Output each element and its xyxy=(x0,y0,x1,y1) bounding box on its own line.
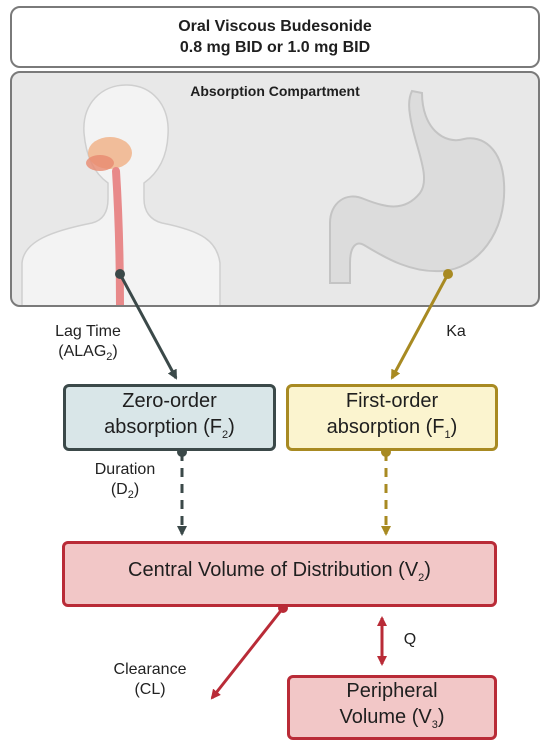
dosing-header: Oral Viscous Budesonide 0.8 mg BID or 1.… xyxy=(10,6,540,68)
human-esophagus-icon xyxy=(21,84,221,305)
duration-label: Duration (D2) xyxy=(94,461,156,502)
ka-arrow xyxy=(390,273,450,380)
absorption-label: Absorption Compartment xyxy=(190,83,360,99)
clearance-label: Clearance (CL) xyxy=(113,661,187,698)
dose-regimen: 0.8 mg BID or 1.0 mg BID xyxy=(179,39,371,56)
absorption-compartment: Absorption Compartment xyxy=(10,71,540,307)
first-order-absorption-box: First-order absorption (F1) xyxy=(286,384,498,451)
ka-label: Ka xyxy=(446,323,466,340)
q-label: Q xyxy=(403,631,417,648)
central-volume-box: Central Volume of Distribution (V2) xyxy=(62,541,497,607)
peripheral-volume-box: Peripheral Volume (V3) xyxy=(287,675,497,740)
zero-order-absorption-box: Zero-order absorption (F2) xyxy=(63,384,276,451)
clearance-arrow xyxy=(210,607,285,700)
drug-name: Oral Viscous Budesonide xyxy=(178,18,372,35)
lag-time-arrow xyxy=(118,273,178,380)
lag-time-label: Lag Time (ALAG2) xyxy=(55,323,121,364)
stomach-icon xyxy=(329,89,506,284)
